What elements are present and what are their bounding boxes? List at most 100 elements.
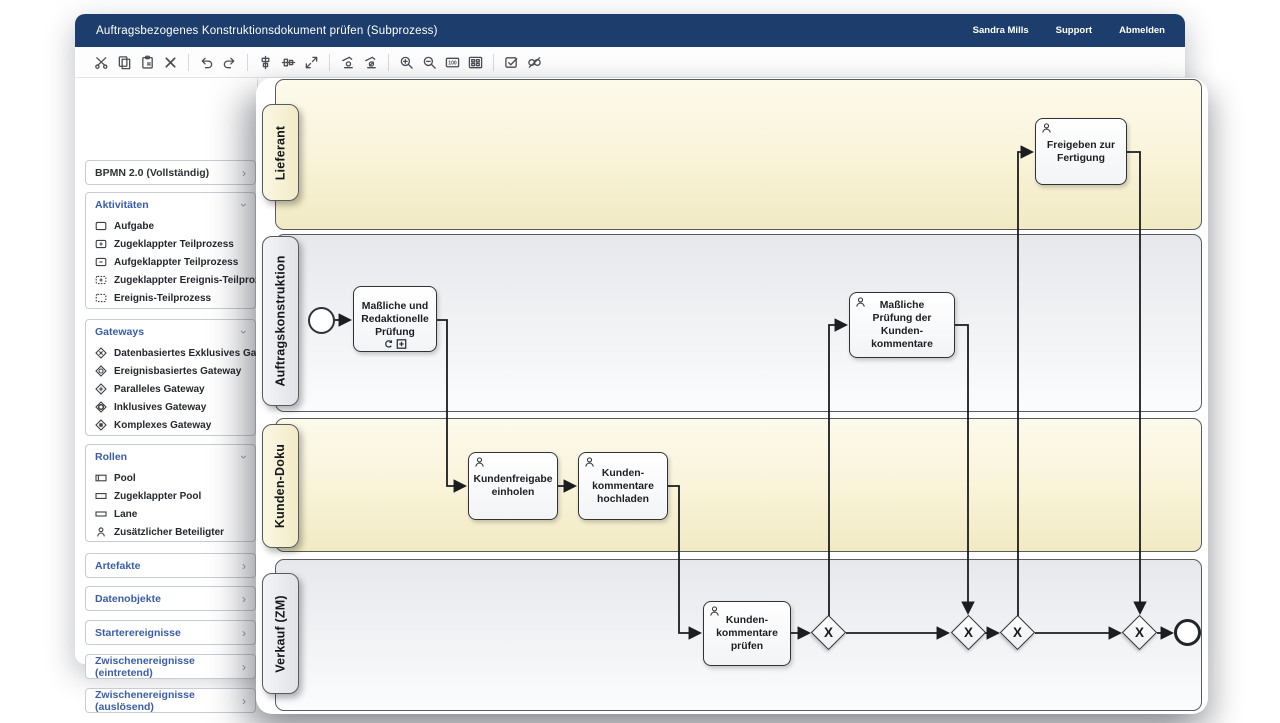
toolbar-separator <box>247 53 248 71</box>
start-event[interactable] <box>308 307 335 334</box>
palette-item-inclusive-gateway[interactable]: Inklusives Gateway <box>86 398 255 416</box>
shape-palette: BPMN 2.0 (Vollständig) › Aktivitäten › A… <box>75 78 284 713</box>
complex-gateway-icon <box>95 419 107 431</box>
sequence-flow[interactable] <box>668 485 703 640</box>
palette-root-section[interactable]: BPMN 2.0 (Vollständig) › <box>85 160 256 185</box>
section-label: Rollen <box>95 451 128 463</box>
palette-section-intermediate-throwing-events[interactable]: Zwischenereignisse (auslösend)› <box>85 688 256 713</box>
task-freigeben-zur-fertigung[interactable]: Freigeben zur Fertigung <box>1035 118 1127 185</box>
support-link[interactable]: Support <box>1055 25 1093 36</box>
palette-section-artifacts[interactable]: Artefakte› <box>85 553 256 578</box>
palette-item-collapsed-pool[interactable]: Zugeklappter Pool <box>86 487 255 505</box>
lane-kunden-doku[interactable] <box>275 418 1202 552</box>
subprocess-marker-icon <box>396 339 407 349</box>
palette-item-exclusive-gateway[interactable]: Datenbasiertes Exklusives Gateway <box>86 344 284 362</box>
section-label: Gateways <box>95 326 145 338</box>
end-event[interactable] <box>1174 619 1201 646</box>
undo-icon[interactable] <box>195 51 218 74</box>
palette-root-label: BPMN 2.0 (Vollständig) <box>95 167 210 179</box>
sequence-flow[interactable] <box>828 318 849 616</box>
logout-link[interactable]: Abmelden <box>1119 25 1165 36</box>
unlink-icon[interactable] <box>523 51 546 74</box>
chevron-down-icon: › <box>237 203 251 207</box>
parallel-gateway-icon <box>95 383 107 395</box>
palette-item-event-subprocess[interactable]: Ereignis-Teilprozess <box>86 289 255 307</box>
zoom-100-icon[interactable]: 100 <box>441 51 464 74</box>
palette-item-pool[interactable]: Pool <box>86 469 255 487</box>
palette-item-collapsed-subprocess[interactable]: Zugeklappter Teilprozess <box>86 235 255 253</box>
palette-section-data-objects[interactable]: Datenobjekte › <box>85 586 256 611</box>
toolbar-separator <box>329 53 330 71</box>
user-menu[interactable]: Sandra Mills <box>972 25 1029 36</box>
cut-icon[interactable] <box>90 51 113 74</box>
participant-icon <box>97 527 105 537</box>
palette-item-lane[interactable]: Lane <box>86 505 255 523</box>
user-task-icon <box>710 606 719 616</box>
palette-item-parallel-gateway[interactable]: Paralleles Gateway <box>86 380 255 398</box>
task-kundenkommentare-hochladen[interactable]: Kunden-kommentare hochladen <box>578 452 668 520</box>
user-task-icon <box>585 457 594 467</box>
palette-item-expanded-subprocess[interactable]: Aufgeklappter Teilprozess <box>86 253 255 271</box>
section-header-roles[interactable]: Rollen › <box>86 445 255 469</box>
sequence-flow[interactable] <box>1017 145 1035 616</box>
lane-label-kunden-doku[interactable]: Kunden-Doku <box>262 424 299 548</box>
delete-icon[interactable] <box>159 51 182 74</box>
section-label: Datenobjekte <box>95 593 161 605</box>
page-title: Auftragsbezogenes Konstruktionsdokument … <box>96 24 438 37</box>
palette-section-start-events[interactable]: Starterereignisse › <box>85 620 256 645</box>
user-task-icon <box>475 457 484 467</box>
chevron-down-icon: › <box>237 455 251 459</box>
diagram-canvas[interactable]: Lieferant Auftragskonstruktion Kunden-Do… <box>256 78 1208 714</box>
palette-item-event-gateway[interactable]: Ereignisbasiertes Gateway <box>86 362 255 380</box>
zoom-in-icon[interactable] <box>395 51 418 74</box>
toolbar-separator <box>388 53 389 71</box>
zoom-fit-icon[interactable] <box>464 51 487 74</box>
align-middle-icon[interactable] <box>254 51 277 74</box>
toolbar-separator <box>188 53 189 71</box>
event-gateway-icon <box>95 365 107 377</box>
svg-text:100: 100 <box>448 60 457 66</box>
remove-docker-icon[interactable] <box>359 51 382 74</box>
palette-item-complex-gateway[interactable]: Komplexes Gateway <box>86 416 255 434</box>
align-center-icon[interactable] <box>277 51 300 74</box>
lane-label-auftragskonstruktion[interactable]: Auftragskonstruktion <box>262 236 299 406</box>
section-header-gateways[interactable]: Gateways › <box>86 320 255 344</box>
palette-item-collapsed-event-subprocess[interactable]: Zugeklappter Ereignis-Teilprozess <box>86 271 277 289</box>
task-icon <box>95 221 107 231</box>
task-kundenkommentare-pruefen[interactable]: Kunden-kommentare prüfen <box>703 601 791 666</box>
user-task-icon <box>856 297 865 307</box>
validate-icon[interactable] <box>500 51 523 74</box>
section-label: Zwischenereignisse (eintretend) <box>95 655 195 679</box>
lane-label-lieferant[interactable]: Lieferant <box>262 104 299 201</box>
task-massliche-pruefung-kommentare[interactable]: Maßliche Prüfung der Kunden-kommentare <box>849 292 955 358</box>
add-docker-icon[interactable] <box>336 51 359 74</box>
palette-item-task[interactable]: Aufgabe <box>86 217 255 235</box>
copy-icon[interactable] <box>113 51 136 74</box>
task-masslich-redaktionell[interactable]: Maßliche und Redaktionelle Prüfung <box>353 286 437 352</box>
fit-to-size-icon[interactable] <box>300 51 323 74</box>
lane-label-verkauf-zm[interactable]: Verkauf (ZM) <box>262 573 299 694</box>
task-kundenfreigabe-einholen[interactable]: Kundenfreigabe einholen <box>468 452 558 520</box>
redo-icon[interactable] <box>218 51 241 74</box>
palette-item-additional-participant[interactable]: Zusätzlicher Beteiligter <box>86 523 255 541</box>
sequence-flow[interactable] <box>437 319 468 493</box>
chevron-right-icon: › <box>242 626 246 640</box>
paste-icon[interactable] <box>136 51 159 74</box>
section-header-activities[interactable]: Aktivitäten › <box>86 193 255 217</box>
palette-section-gateways: Gateways › Datenbasiertes Exklusives Gat… <box>85 319 284 436</box>
sequence-flow[interactable] <box>955 324 975 616</box>
chevron-right-icon: › <box>242 166 246 180</box>
sequence-flows <box>334 145 1175 640</box>
chevron-right-icon: › <box>242 592 246 606</box>
chevron-down-icon: › <box>237 330 251 334</box>
user-task-icon <box>1042 123 1051 133</box>
section-label: Starterereignisse <box>95 627 181 639</box>
sequence-flow[interactable] <box>1127 151 1147 616</box>
section-label: Zwischenereignisse (auslösend) <box>95 689 195 713</box>
collapsed-subprocess-icon <box>95 239 107 249</box>
chevron-right-icon: › <box>242 660 246 674</box>
toolbar: 100 <box>75 47 1185 78</box>
palette-section-intermediate-catching-events[interactable]: Zwischenereignisse (eintretend) › <box>85 654 256 679</box>
title-bar: Auftragsbezogenes Konstruktionsdokument … <box>75 14 1185 47</box>
zoom-out-icon[interactable] <box>418 51 441 74</box>
